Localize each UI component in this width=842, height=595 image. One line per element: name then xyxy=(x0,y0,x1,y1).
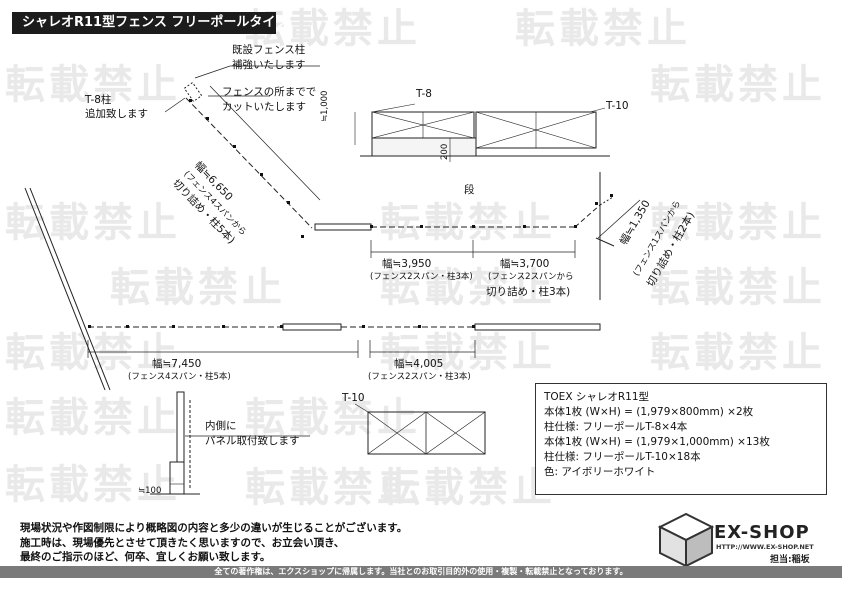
spec-line: 本体1枚 (W×H) = (1,979×800mm) ×2枚 xyxy=(544,406,754,418)
label-t8: T-8 xyxy=(416,88,432,100)
page-title: シャレオR11型フェンス フリーポールタイプ xyxy=(12,12,288,34)
label-step: 段 xyxy=(464,184,475,196)
label-height-1000: ≒1,000 xyxy=(320,90,330,122)
watermark: 転載禁止 xyxy=(5,330,181,376)
footer-copyright: 全ての著作権は、エクスショップに帰属します。当社とのお取引目的外の使用・複製・転… xyxy=(0,566,842,578)
label-inner-1: 内側に xyxy=(205,420,237,432)
watermark: 転載禁止 xyxy=(515,6,691,52)
spec-line: 色: アイボリーホワイト xyxy=(544,466,656,478)
spec-line: 柱仕様: フリーポールT-10×18本 xyxy=(544,451,701,463)
watermark: 転載禁止 xyxy=(380,465,556,511)
watermark: 転載禁止 xyxy=(5,395,181,441)
watermark: 転載禁止 xyxy=(380,265,556,311)
watermark: 転載禁止 xyxy=(380,200,556,246)
watermark: 転載禁止 xyxy=(245,465,421,511)
label-height-200: 200 xyxy=(440,143,450,160)
label-t10-bottom: T-10 xyxy=(342,392,365,404)
watermark: 転載禁止 xyxy=(650,62,826,108)
dim-mid-left-note: (フェンス2スパン・柱3本) xyxy=(370,272,473,282)
watermark: 転載禁止 xyxy=(245,395,421,441)
watermark: 転載禁止 xyxy=(5,62,181,108)
watermark: 転載禁止 xyxy=(110,265,286,311)
label-cut-2: カットいたします xyxy=(222,101,306,113)
label-t8-add: 追加致します xyxy=(85,108,148,120)
label-t8-post: T-8柱 xyxy=(85,94,112,106)
spec-box: TOEX シャレオR11型 本体1枚 (W×H) = (1,979×800mm)… xyxy=(535,383,827,495)
notes: 現場状況や作図制限により概略図の内容と多少の違いが生じることがございます。 施工… xyxy=(20,521,407,565)
note-line: 最終のご指示のほど、何卒、宜しくお願い致します。 xyxy=(20,551,271,563)
label-depth-100: ≒100 xyxy=(138,486,162,496)
label-t10-right: T-10 xyxy=(606,100,629,112)
label-existing-post: 既設フェンス柱 xyxy=(232,44,306,56)
label-reinforce: 補強いたします xyxy=(232,59,306,71)
label-inner-2: パネル取付致します xyxy=(205,435,300,447)
dim-bottom-right-width: 幅≒4,005 xyxy=(394,358,444,370)
watermark: 転載禁止 xyxy=(650,200,826,246)
dim-bottom-left-note: (フェンス4スパン・柱5本) xyxy=(128,372,231,382)
watermark: 転載禁止 xyxy=(650,330,826,376)
watermark: 転載禁止 xyxy=(5,200,181,246)
dim-bottom-right-note: (フェンス2スパン・柱3本) xyxy=(368,372,471,382)
dim-mid-right-note-2: 切り詰め・柱3本) xyxy=(486,286,571,298)
logo-url: HTTP://WWW.EX-SHOP.NET xyxy=(716,543,814,551)
dim-mid-left-width: 幅≒3,950 xyxy=(382,258,432,270)
note-line: 施工時は、現場優先とさせて頂きたく思いますので、お立会い頂き、 xyxy=(20,536,345,549)
spec-line: 柱仕様: フリーポールT-8×4本 xyxy=(544,421,688,433)
person-in-charge: 担当:稲坂 xyxy=(770,555,810,565)
dim-mid-right-width: 幅≒3,700 xyxy=(500,258,550,270)
dim-bottom-left-width: 幅≒7,450 xyxy=(152,358,202,370)
note-line: 現場状況や作図制限により概略図の内容と多少の違いが生じることがございます。 xyxy=(20,522,408,534)
dim-mid-right-note-1: (フェンス2スパンから xyxy=(488,272,574,282)
watermark: 転載禁止 xyxy=(650,265,826,311)
spec-line: 本体1枚 (W×H) = (1,979×1,000mm) ×13枚 xyxy=(544,436,770,448)
spec-line: TOEX シャレオR11型 xyxy=(544,391,649,403)
watermark: 転載禁止 xyxy=(380,330,556,376)
logo-name: EX-SHOP xyxy=(714,522,810,543)
label-cut: フェンスの所までで xyxy=(222,86,317,98)
watermark: 転載禁止 xyxy=(5,462,181,508)
